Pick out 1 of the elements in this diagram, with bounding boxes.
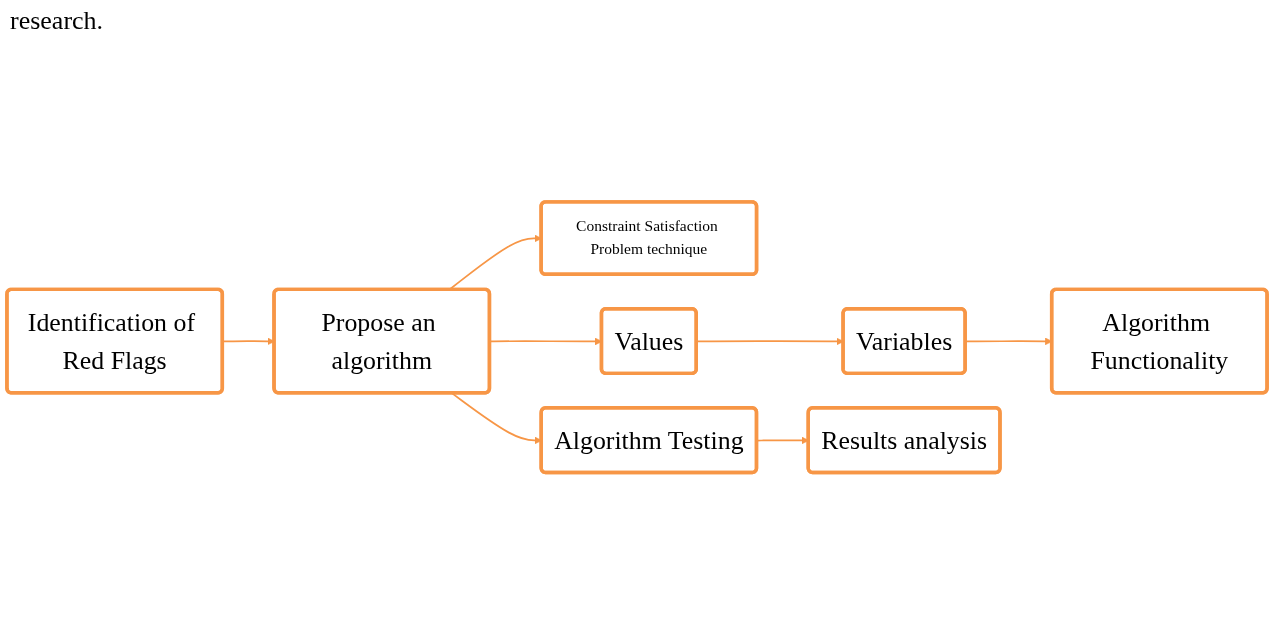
text-fragment: research. [10,6,104,35]
